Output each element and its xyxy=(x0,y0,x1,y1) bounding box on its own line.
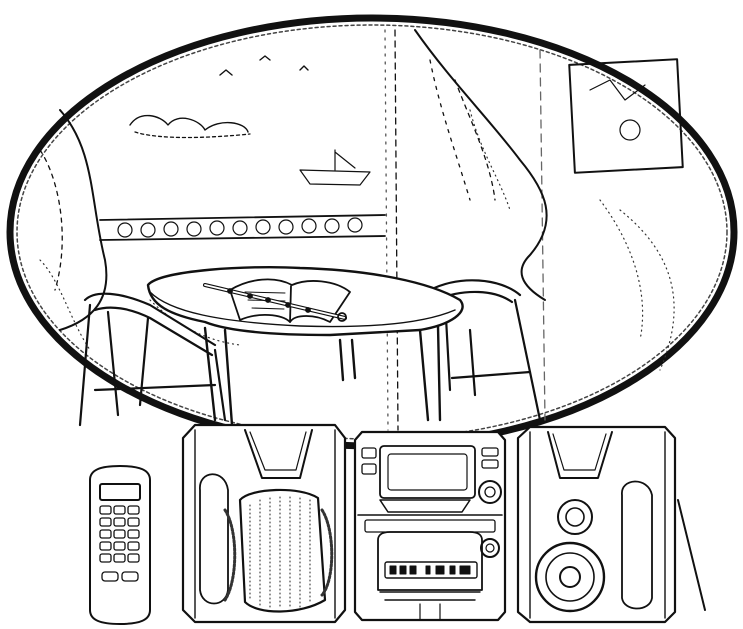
balcony-railing xyxy=(99,214,386,241)
volume-knob-upper xyxy=(478,480,502,504)
speaker-top-notch xyxy=(244,429,313,479)
grille-panel xyxy=(238,488,327,613)
woofer xyxy=(534,541,606,613)
room-background xyxy=(39,29,684,431)
side-panel-left xyxy=(199,473,229,605)
wall-picture xyxy=(568,58,684,174)
stereo-unit xyxy=(353,430,507,622)
volume-knob-lower xyxy=(480,538,500,558)
display-panel xyxy=(384,561,478,579)
tape-deck-window xyxy=(379,445,476,499)
tweeter xyxy=(557,499,593,535)
right-curtain xyxy=(414,29,548,301)
remote-buttons xyxy=(99,505,140,582)
oval-vignette xyxy=(6,14,738,450)
left-speaker xyxy=(181,423,347,624)
cd-tray xyxy=(377,531,483,591)
left-curtain xyxy=(59,109,108,331)
flute xyxy=(203,283,347,322)
side-panel-right xyxy=(621,480,653,610)
remote-control xyxy=(89,465,151,625)
speaker-top-notch xyxy=(547,431,613,479)
left-chair xyxy=(78,292,227,427)
sailboat xyxy=(299,169,371,186)
right-speaker xyxy=(516,425,706,624)
cloud xyxy=(129,114,249,133)
